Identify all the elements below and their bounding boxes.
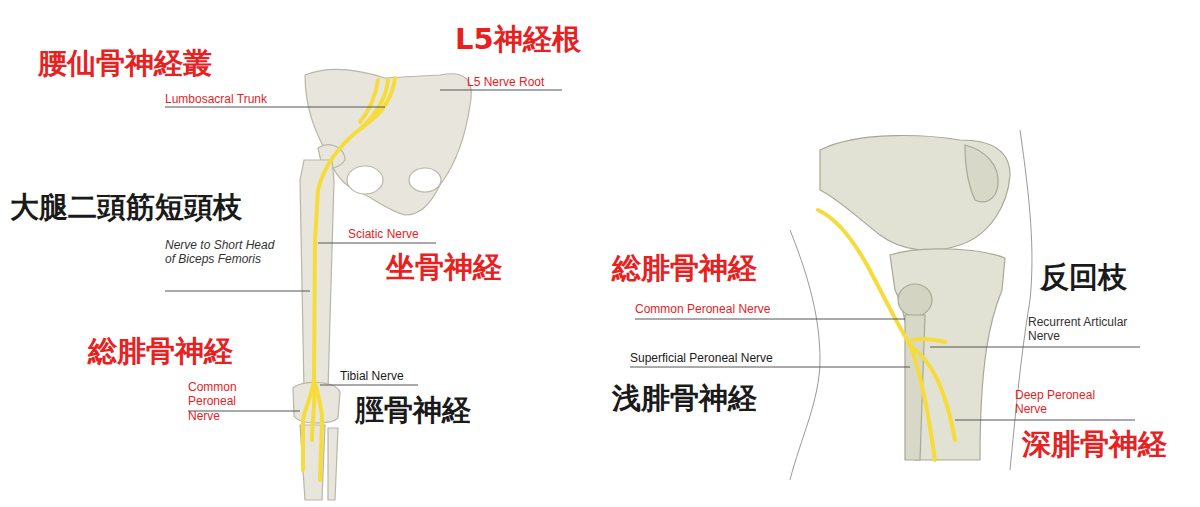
- english-label: Common Peroneal Nerve: [635, 302, 770, 316]
- japanese-label: L5神経根: [455, 22, 581, 57]
- english-label: Tibial Nerve: [340, 369, 404, 383]
- english-label: Lumbosacral Trunk: [165, 92, 267, 106]
- english-label: Nerve to Short Head of Biceps Femoris: [165, 238, 283, 267]
- english-label: Deep Peroneal Nerve: [1015, 388, 1125, 417]
- japanese-label: 深腓骨神経: [1022, 427, 1167, 462]
- japanese-label: 浅腓骨神経: [612, 381, 757, 416]
- english-label: Superficial Peroneal Nerve: [630, 351, 773, 365]
- japanese-label: 脛骨神経: [355, 393, 471, 428]
- japanese-label: 反回枝: [1040, 260, 1127, 295]
- japanese-label: 総腓骨神経: [612, 251, 757, 286]
- japanese-label: 総腓骨神経: [88, 334, 233, 369]
- english-label: Recurrent Articular Nerve: [1028, 315, 1146, 344]
- japanese-label: 腰仙骨神経叢: [38, 46, 212, 81]
- japanese-label: 坐骨神経: [386, 250, 502, 285]
- japanese-label: 大腿二頭筋短頭枝: [10, 190, 242, 225]
- english-label: Sciatic Nerve: [348, 227, 419, 241]
- english-label: L5 Nerve Root: [467, 75, 544, 89]
- english-label: Common Peroneal Nerve: [188, 380, 268, 423]
